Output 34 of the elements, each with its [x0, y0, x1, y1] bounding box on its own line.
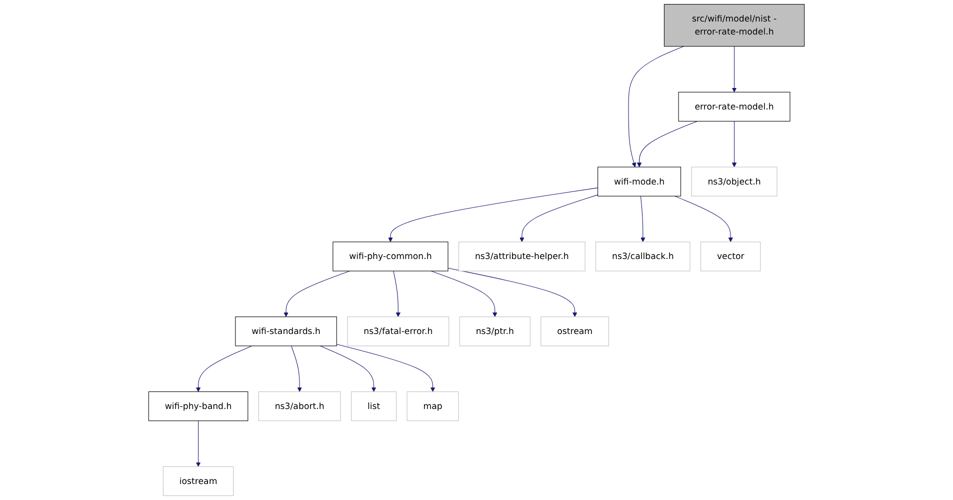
- arrow: [393, 270, 401, 318]
- node-box: list: [351, 391, 397, 422]
- arrow: [388, 188, 598, 242]
- node-box: wifi-phy-common.h: [332, 242, 448, 272]
- node-box: ns3/abort.h: [258, 391, 341, 422]
- node-box: ns3/ptr.h: [459, 316, 530, 346]
- node-box: error-rate-model.h: [678, 92, 790, 122]
- node-box: wifi-mode.h: [598, 166, 682, 196]
- arrow: [448, 268, 578, 318]
- node-box: vector: [700, 242, 761, 272]
- node-box: ns3/fatal-error.h: [347, 316, 450, 346]
- arrow: [636, 120, 698, 168]
- arrow: [291, 346, 302, 392]
- arrow: [336, 344, 436, 392]
- node-box: wifi-phy-band.h: [148, 391, 248, 422]
- arrow: [196, 420, 201, 467]
- arrow: [430, 270, 498, 318]
- node-box: iostream: [162, 466, 234, 496]
- node-box: ns3/attribute-helper.h: [458, 242, 586, 272]
- arrow: [732, 46, 737, 92]
- arrow: [674, 196, 733, 242]
- arrow: [196, 346, 252, 392]
- node-box: ns3/callback.h: [596, 242, 690, 272]
- arrow: [640, 196, 646, 242]
- node-box: ns3/object.h: [691, 166, 778, 196]
- arrow: [520, 194, 598, 242]
- arrow: [732, 120, 737, 168]
- node-box: wifi-standards.h: [235, 316, 337, 346]
- arrow: [284, 270, 350, 318]
- arrow: [628, 46, 684, 168]
- node-box: map: [406, 391, 459, 422]
- node-box: ostream: [540, 316, 609, 346]
- arrow: [320, 346, 376, 392]
- node-box: src/wifi/model/nist -error-rate-model.h: [664, 4, 805, 47]
